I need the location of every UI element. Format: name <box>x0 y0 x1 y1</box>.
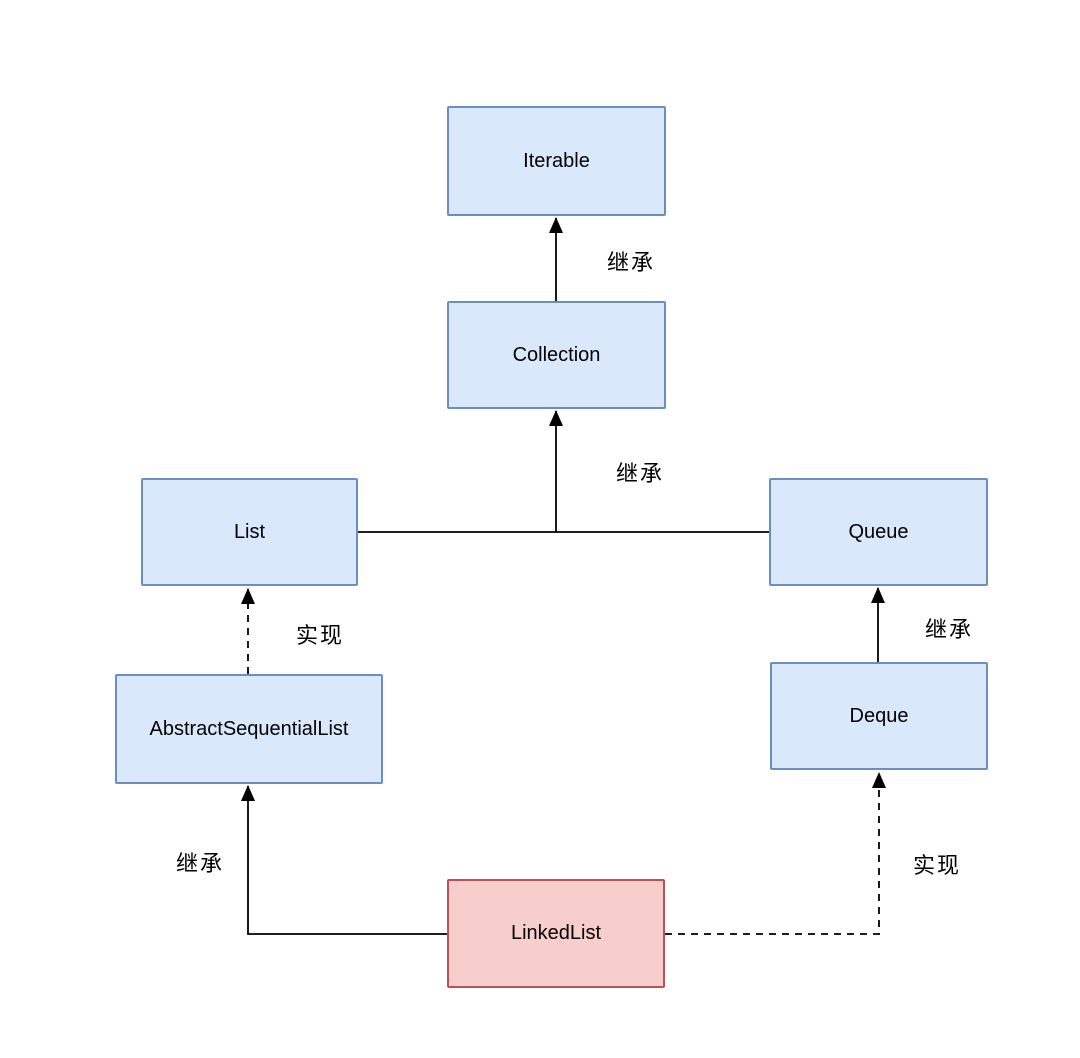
edge-label-asl-to-list: 实现 <box>296 623 345 648</box>
node-label-iterable: Iterable <box>523 149 590 172</box>
node-deque: Deque <box>770 662 988 770</box>
edge-label-linkedlist-to-asl: 继承 <box>176 851 225 876</box>
node-label-deque: Deque <box>849 704 909 727</box>
edge-label-bus-to-collection: 继承 <box>616 461 665 486</box>
node-queue: Queue <box>769 478 988 586</box>
edge-label-deque-to-queue: 继承 <box>925 617 974 642</box>
node-label-abstract-sequential-list: AbstractSequentialList <box>149 717 349 740</box>
node-label-linked-list: LinkedList <box>510 922 602 944</box>
node-linked-list: LinkedList <box>447 879 665 988</box>
node-label-list: List <box>233 520 266 543</box>
node-list: List <box>141 478 358 586</box>
edge-label-collection-to-iterable: 继承 <box>607 250 656 275</box>
node-abstract-sequential-list: AbstractSequentialList <box>115 674 383 784</box>
node-collection: Collection <box>447 301 666 409</box>
node-label-queue: Queue <box>848 520 909 543</box>
edge-label-linkedlist-to-deque: 实现 <box>913 853 962 878</box>
node-label-collection: Collection <box>512 343 601 366</box>
node-iterable: Iterable <box>447 106 666 216</box>
